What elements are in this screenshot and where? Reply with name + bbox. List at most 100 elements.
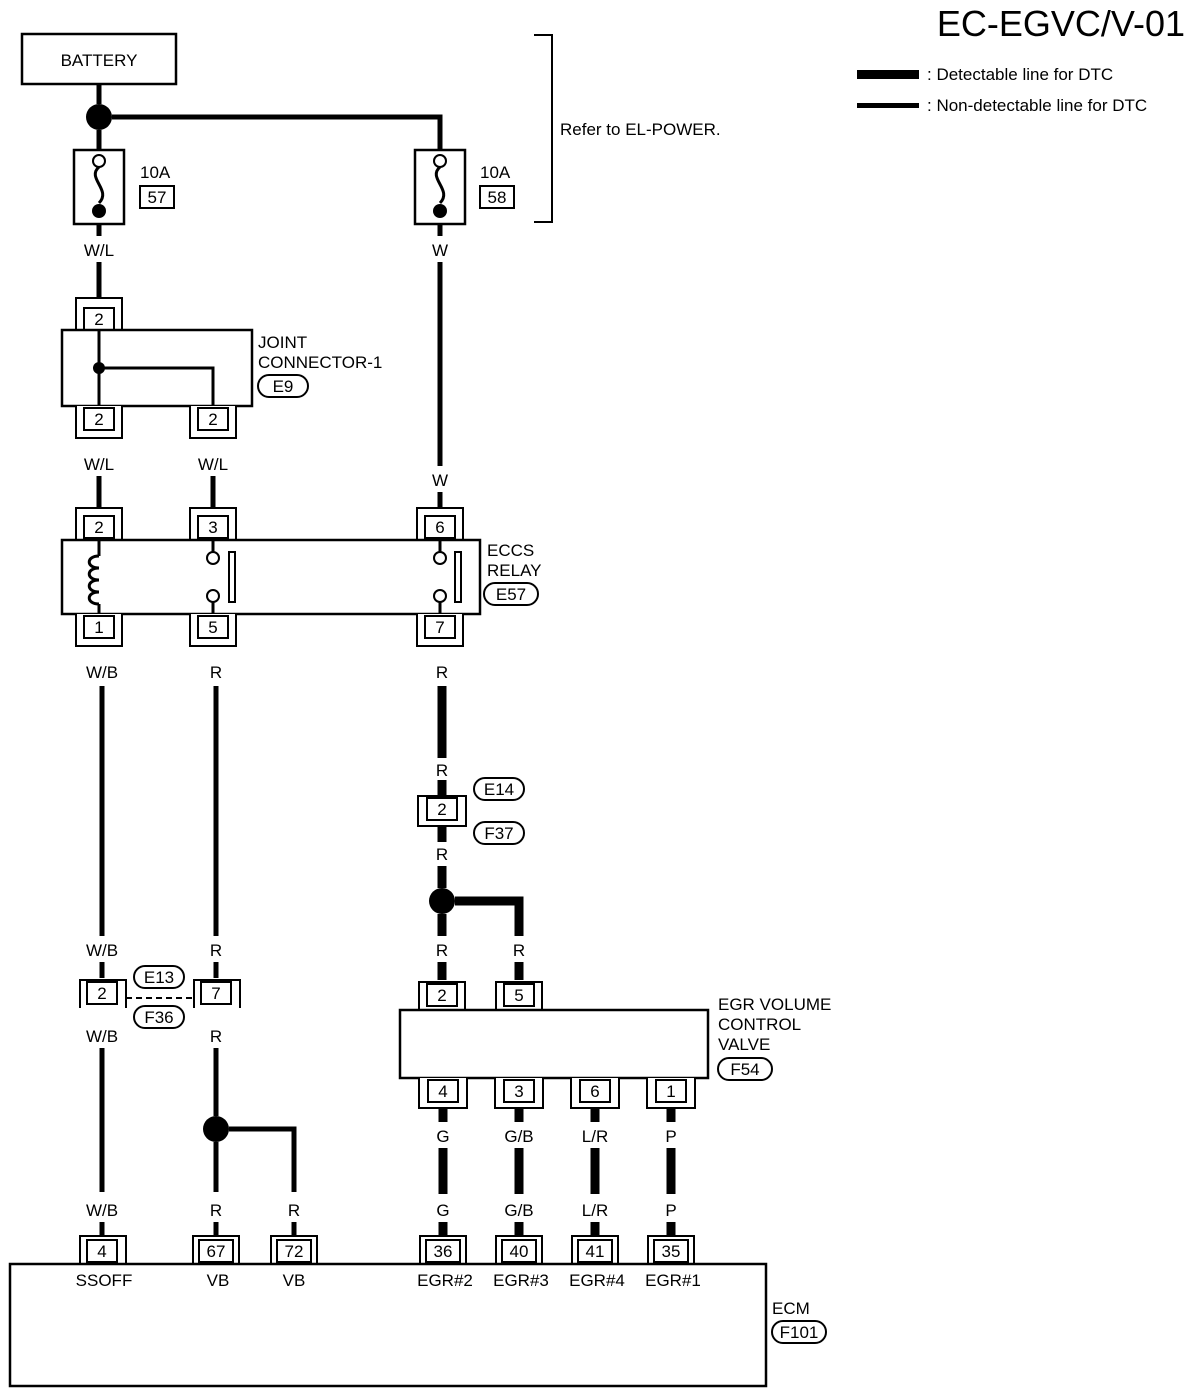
wire-label-gb-1: G/B [504,1127,533,1146]
wire-label-lr-2: L/R [582,1201,608,1220]
ecm-pin72-box [276,1239,312,1263]
relay-pin2-box [83,515,115,539]
fuse-58-number: 58 [488,188,507,207]
wire-label-r-10: R [288,1201,300,1220]
wire-label-r-5: R [436,845,448,864]
vb-splice [203,1116,229,1142]
relay-id: E57 [496,585,526,604]
ecm-terminal-vb-72: VB [283,1271,306,1290]
relay-sw1-contact-bottom [206,589,220,603]
wire-label-r-7: R [513,941,525,960]
relay-pin5: 5 [208,618,217,637]
fuse-57-number: 57 [148,188,167,207]
fuse-58-number-box [479,185,515,209]
wire-label-wl-1: W/L [84,241,114,260]
ecm-id-badge [771,1320,827,1344]
egr-name-line1: EGR VOLUME [718,995,831,1014]
fuse-57-number-box [139,185,175,209]
relay-pin2: 2 [94,518,103,537]
relay-name-line1: ECCS [487,541,534,560]
wire-label-w-1: W [432,241,448,260]
battery-label: BATTERY [61,51,138,70]
ecm-pin36-box [425,1239,461,1263]
e13-pin7-box [200,981,232,1005]
wire-label-wb-2: W/B [86,941,118,960]
relay-id-badge [483,582,539,606]
ecm-terminal-egr3: EGR#3 [493,1271,549,1290]
relay-body [60,538,482,616]
wire-label-wb-4: W/B [86,1201,118,1220]
wire-to-fuse-58 [112,114,443,150]
wire-label-r-1: R [210,663,222,682]
egr-pin2-box [426,983,458,1007]
relay-name-line2: RELAY [487,561,542,580]
legend-non-detectable-label: : Non-detectable line for DTC [927,96,1147,115]
f37-id: F37 [484,824,513,843]
wire-label-p-2: P [665,1201,676,1220]
e13-badge [133,965,185,989]
wire-splice-to-egr-pin5 [455,896,524,936]
wire-label-wb-3: W/B [86,1027,118,1046]
ecm-id: F101 [780,1323,819,1342]
relay-pin6: 6 [435,518,444,537]
relay-pin1-box [83,615,115,639]
egr-pin1: 1 [666,1082,675,1101]
wire-label-r-2: R [210,941,222,960]
wire-label-r-3: R [436,663,448,682]
relay-pin6-box [424,515,456,539]
relay-pin7-box [424,615,456,639]
e13-id: E13 [144,968,174,987]
wire-label-r-9: R [210,1201,222,1220]
diagram-title: EC-EGVC/V-01 [937,3,1185,44]
egr-pin1-box [655,1079,687,1103]
egr-r-splice [429,888,455,914]
power-note: Refer to EL-POWER. [560,120,721,139]
relay-sw1-armature [228,551,236,603]
relay-pin5-box [197,615,229,639]
e9-bottom-pin1-box [83,407,115,431]
e9-name-line1: JOINT [258,333,307,352]
ecm-body [8,1262,768,1388]
relay-sw2-contact-bottom [433,589,447,603]
fuse-57-amp: 10A [140,163,171,182]
e9-bottom-pin2: 2 [208,410,217,429]
e13-pin7: 7 [211,984,220,1003]
egr-pin5-box [503,983,535,1007]
egr-valve-body [398,1008,710,1080]
ecm-terminal-vb-67: VB [207,1271,230,1290]
wire-label-g-2: G [436,1201,449,1220]
e9-top-pin: 2 [94,310,103,329]
ecm-pin67-box [198,1239,234,1263]
fuse-58-terminal-bottom [433,204,447,218]
ecm-pin67: 67 [207,1242,226,1261]
egr-pin4-box [427,1079,459,1103]
wire-label-p-1: P [665,1127,676,1146]
wire-label-g-1: G [436,1127,449,1146]
e9-bus-branch [99,366,215,406]
wire-label-w-2: W [432,471,448,490]
relay-sw2-armature [454,551,462,603]
relay-pin3: 3 [208,518,217,537]
egr-pin6-box [579,1079,611,1103]
egr-name-line3: VALVE [718,1035,770,1054]
ecm-pin36: 36 [434,1242,453,1261]
egr-pin3-box [503,1079,535,1103]
fuse-58-terminal-top [433,154,447,168]
relay-pin3-box [197,515,229,539]
fuse-57-terminal-top [92,154,106,168]
egr-pin5: 5 [514,986,523,1005]
egr-id: F54 [730,1060,759,1079]
fuse-57-terminal-bottom [92,204,106,218]
ecm-pin35: 35 [662,1242,681,1261]
egr-pin4: 4 [438,1082,447,1101]
battery-splice [86,104,112,130]
e9-bottom-pin2-box [197,407,229,431]
ecm-pin4: 4 [97,1242,106,1261]
fuse-58-amp: 10A [480,163,511,182]
wire-label-gb-2: G/B [504,1201,533,1220]
ecm-terminal-egr2: EGR#2 [417,1271,473,1290]
egr-pin3: 3 [514,1082,523,1101]
e9-name-line2: CONNECTOR-1 [258,353,382,372]
egr-pin6: 6 [590,1082,599,1101]
egr-name-line2: CONTROL [718,1015,801,1034]
